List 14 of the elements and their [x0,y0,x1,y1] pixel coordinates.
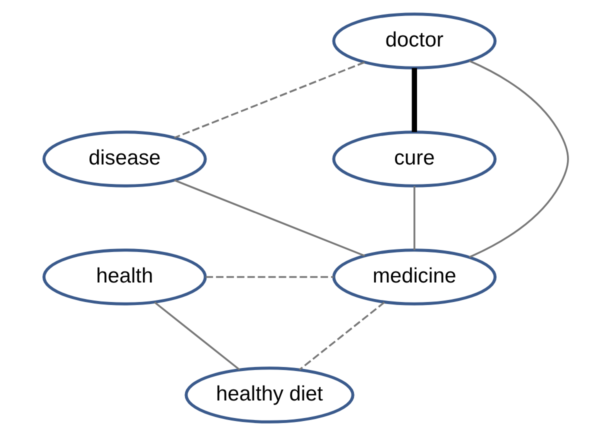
node-ellipse: medicine [332,248,496,306]
connector [298,302,384,370]
node-ellipse: cure [332,130,496,188]
connector [205,276,334,278]
node-ellipse: healthy diet [184,366,354,424]
node-ellipse: disease [42,130,206,188]
node-ellipse: health [42,248,206,306]
connector [154,302,240,370]
connector [468,60,568,258]
connector [173,61,364,139]
connector [413,186,415,250]
connector [411,68,417,132]
node-ellipse: doctor [332,12,496,70]
connector [174,179,365,257]
